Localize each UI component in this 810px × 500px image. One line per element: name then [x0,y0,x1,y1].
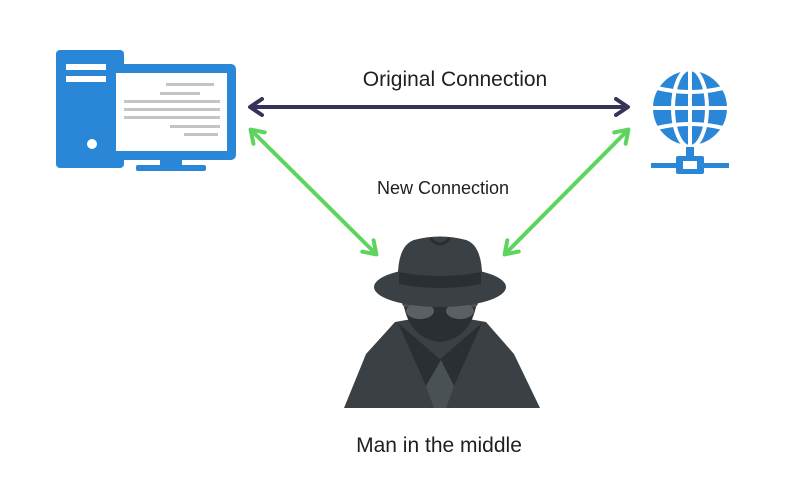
spy-hat-icon [344,236,540,408]
globe-network-icon [649,67,731,174]
desktop-computer-icon [56,50,236,171]
server-to-attacker-arrow [502,127,631,257]
original-connection-label: Original Connection [362,68,548,91]
client-to-attacker-arrow [248,127,379,257]
man-in-the-middle-label: Man in the middle [356,434,522,457]
new-connection-label: New Connection [376,178,510,198]
